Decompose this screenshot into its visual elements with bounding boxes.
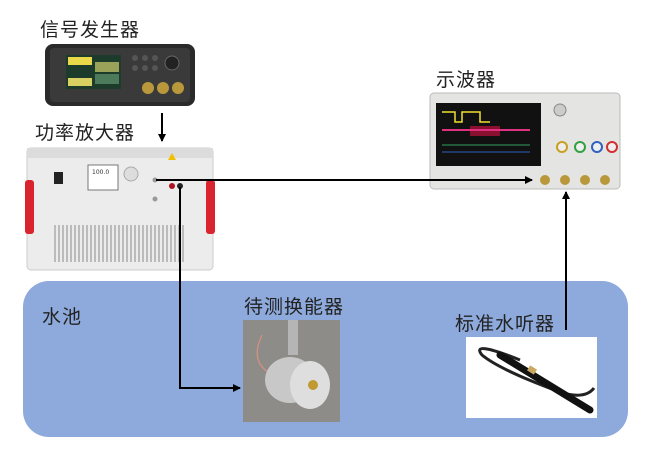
oscilloscope-label: 示波器: [436, 69, 497, 91]
hydrophone-label: 标准水听器: [455, 313, 556, 335]
arrow-amplifier-to-transducer: [179, 187, 241, 392]
hydrophone-photo: [466, 337, 597, 418]
power-amplifier-label: 功率放大器: [35, 122, 136, 144]
water-tank-label: 水池: [42, 306, 83, 328]
power-amplifier: 100.0: [25, 147, 215, 271]
oscilloscope: [429, 92, 621, 190]
signal-generator-label: 信号发生器: [40, 19, 141, 41]
transducer-label: 待测换能器: [244, 296, 345, 318]
transducer-photo: [243, 320, 340, 422]
signal-generator: [45, 44, 195, 106]
amplifier-display: 100.0: [92, 169, 109, 176]
